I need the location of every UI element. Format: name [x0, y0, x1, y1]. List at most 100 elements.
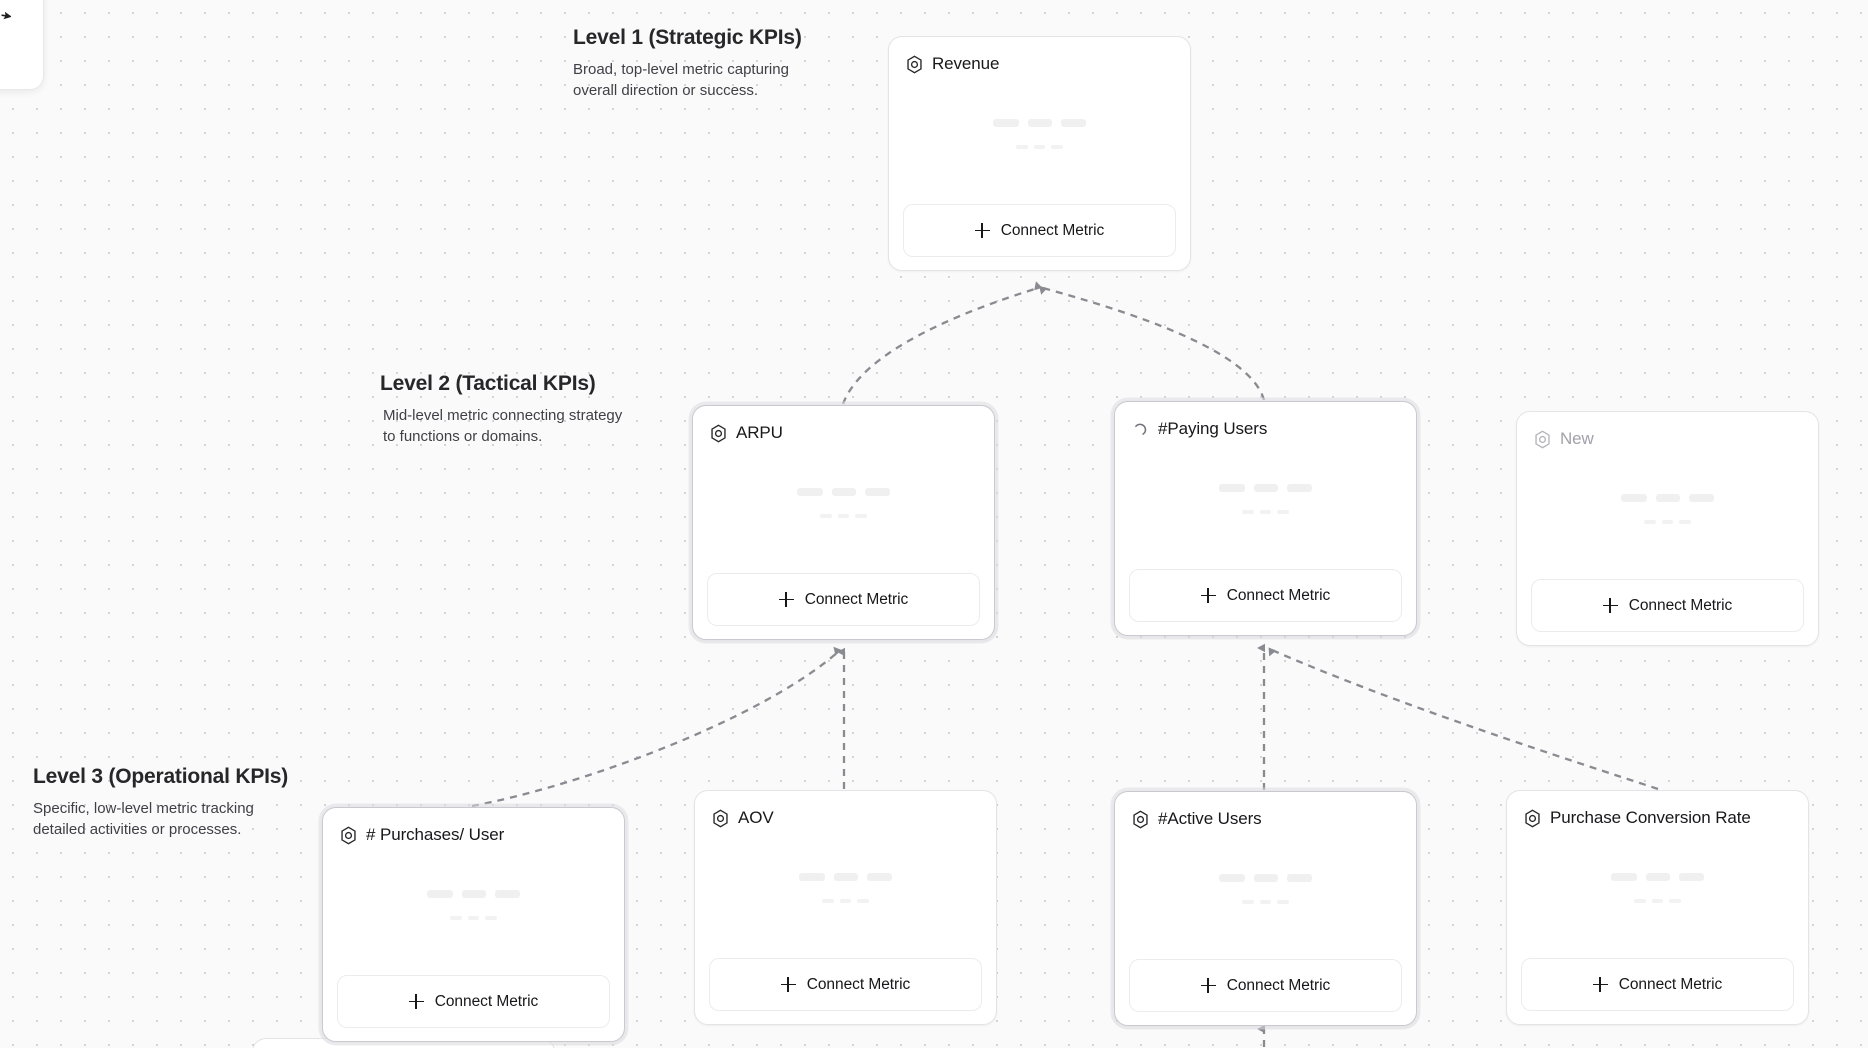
metric-skeleton-body — [337, 848, 610, 975]
skeleton-bar — [1646, 872, 1670, 881]
connect-metric-label: Connect Metric — [1628, 596, 1733, 614]
metric-card-title: New — [1560, 429, 1594, 448]
skeleton-bar — [1689, 493, 1714, 502]
skeleton-row-secondary — [1634, 898, 1681, 903]
level-3-description: Specific, low-level metric tracking deta… — [33, 800, 254, 839]
level-2-description: Mid-level metric connecting strategy to … — [383, 407, 623, 446]
connect-metric-label: Connect Metric — [1226, 976, 1331, 994]
plus-icon — [780, 977, 796, 992]
level-1-caption: Level 1 (Strategic KPIs) Broad, top-leve… — [573, 26, 823, 102]
skeleton-bar — [485, 915, 497, 920]
skeleton-bar — [1028, 118, 1052, 127]
skeleton-bar — [1679, 519, 1691, 524]
skeleton-bar — [1277, 509, 1289, 514]
level-3-title: Level 3 (Operational KPIs) — [33, 765, 289, 788]
metric-card-purchase-conversion-rate[interactable]: Purchase Conversion Rate Connect Metric — [1506, 790, 1809, 1025]
skeleton-row-secondary — [822, 898, 869, 903]
plus-icon — [778, 592, 794, 607]
skeleton-bar — [1644, 519, 1656, 524]
connect-metric-button[interactable]: Connect Metric — [1531, 579, 1804, 632]
metric-skeleton-body — [1129, 442, 1402, 569]
skeleton-bar — [1287, 873, 1312, 882]
skeleton-bar — [1242, 899, 1254, 904]
connect-metric-label: Connect Metric — [804, 590, 909, 608]
metric-card-title: # Purchases/ User — [366, 825, 505, 844]
skeleton-row-primary — [427, 889, 520, 898]
connect-metric-button[interactable]: Connect Metric — [1129, 959, 1402, 1012]
skeleton-bar — [838, 513, 849, 518]
connect-metric-label: Connect Metric — [806, 975, 911, 993]
skeleton-bar — [1277, 899, 1289, 904]
skeleton-bar — [855, 513, 867, 518]
metric-card-header: Purchase Conversion Rate — [1521, 805, 1794, 831]
skeleton-bar — [1219, 873, 1245, 882]
skeleton-bar — [822, 898, 834, 903]
skeleton-bar — [1679, 872, 1704, 881]
skeleton-bar — [1242, 509, 1254, 514]
metric-card-aov[interactable]: AOV Connect Metric — [694, 790, 997, 1025]
edge-purchases-to-arpu — [471, 646, 842, 808]
skeleton-bar — [865, 487, 890, 496]
skeleton-row-primary — [1219, 483, 1312, 492]
connect-metric-button[interactable]: Connect Metric — [709, 958, 982, 1011]
connect-metric-button[interactable]: Connect Metric — [1129, 569, 1402, 622]
edge-arpu-to-revenue — [841, 281, 1043, 405]
skeleton-bar — [1051, 144, 1063, 149]
hexagon-icon — [340, 826, 357, 845]
plus-icon — [1602, 598, 1618, 613]
connect-metric-button[interactable]: Connect Metric — [707, 573, 980, 626]
skeleton-row-secondary — [1644, 519, 1691, 524]
metric-card-header: Revenue — [903, 51, 1176, 77]
connect-metric-button[interactable]: Connect Metric — [903, 204, 1176, 257]
skeleton-bar — [1662, 519, 1673, 524]
connect-metric-label: Connect Metric — [434, 992, 539, 1010]
metric-card-header: # Purchases/ User — [337, 822, 610, 848]
skeleton-bar — [1656, 493, 1680, 502]
skeleton-bar — [799, 872, 825, 881]
metric-card-header: ARPU — [707, 420, 980, 446]
skeleton-row-primary — [799, 872, 892, 881]
metric-card-purchases-per-user[interactable]: # Purchases/ User Connect Metric — [322, 807, 625, 1042]
metric-card-new[interactable]: New Connect Metric — [1516, 411, 1819, 646]
skeleton-bar — [1061, 118, 1086, 127]
metric-card-header: AOV — [709, 805, 982, 831]
skeleton-bar — [797, 487, 823, 496]
hexagon-icon — [906, 55, 923, 74]
metric-skeleton-body — [1521, 831, 1794, 958]
skeleton-bar — [867, 872, 892, 881]
hexagon-icon — [710, 424, 727, 443]
hexagon-icon — [1534, 430, 1551, 449]
skeleton-bar — [993, 118, 1019, 127]
connect-metric-button[interactable]: Connect Metric — [1521, 958, 1794, 1011]
metric-card-active-users[interactable]: #Active Users Connect Metric — [1114, 791, 1417, 1026]
level-3-caption: Level 3 (Operational KPIs) Specific, low… — [33, 765, 288, 841]
metric-card-title: #Active Users — [1158, 809, 1262, 828]
connect-metric-label: Connect Metric — [1618, 975, 1723, 993]
skeleton-bar — [840, 898, 851, 903]
plus-icon — [1592, 977, 1608, 992]
skeleton-row-primary — [993, 118, 1086, 127]
metric-skeleton-body — [1129, 832, 1402, 959]
skeleton-bar — [495, 889, 520, 898]
toolbar-panel[interactable] — [0, 0, 44, 90]
skeleton-row-secondary — [1242, 509, 1289, 514]
connect-metric-button[interactable]: Connect Metric — [337, 975, 610, 1028]
connect-metric-label: Connect Metric — [1226, 586, 1331, 604]
edge-pcr-to-paying-users — [1268, 647, 1659, 791]
metric-card-revenue[interactable]: Revenue Connect Metric — [888, 36, 1191, 271]
plus-icon — [1200, 978, 1216, 993]
skeleton-bar — [1634, 898, 1646, 903]
skeleton-row-secondary — [1242, 899, 1289, 904]
skeleton-row-secondary — [1016, 144, 1063, 149]
skeleton-bar — [450, 915, 462, 920]
level-2-title: Level 2 (Tactical KPIs) — [380, 372, 596, 395]
skeleton-bar — [1611, 872, 1637, 881]
skeleton-row-primary — [1621, 493, 1714, 502]
metric-card-header: New — [1531, 426, 1804, 452]
skeleton-row-primary — [797, 487, 890, 496]
cursor-icon — [0, 11, 12, 23]
metric-card-arpu[interactable]: ARPU Connect Metric — [692, 405, 995, 640]
metric-card-paying-users[interactable]: #Paying Users Connect Metric — [1114, 401, 1417, 636]
metric-card-title: Purchase Conversion Rate — [1550, 808, 1751, 827]
